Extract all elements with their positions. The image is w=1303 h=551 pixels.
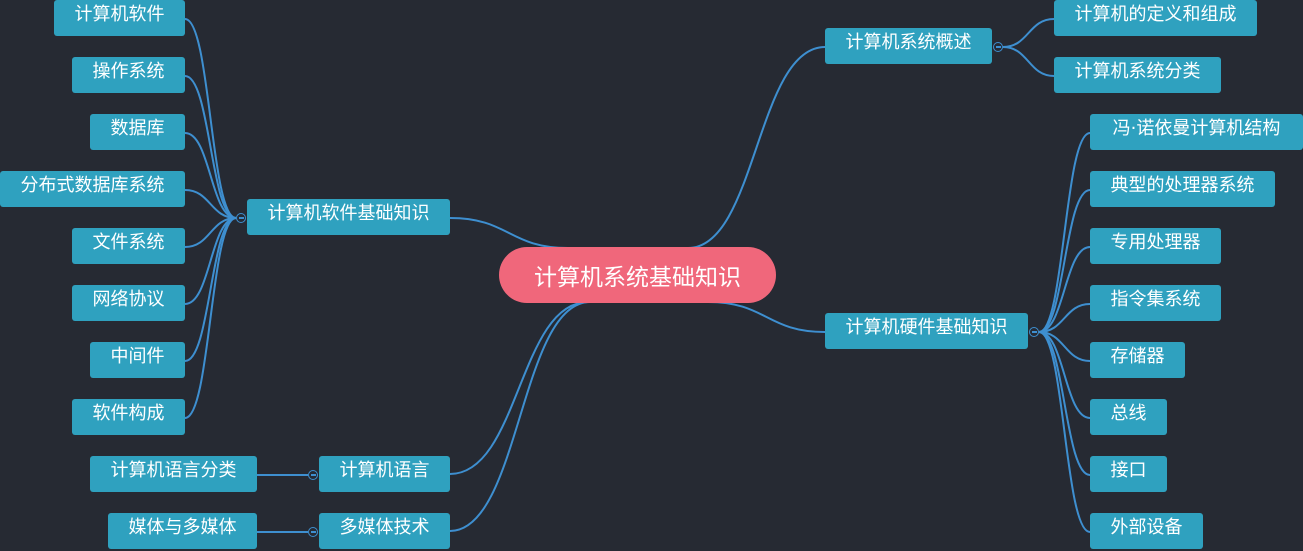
leaf-software-0[interactable]: 计算机软件 — [54, 0, 185, 36]
leaf-label: 网络协议 — [92, 289, 165, 310]
leaf-multimedia-0[interactable]: 媒体与多媒体 — [108, 513, 257, 549]
leaf-software-5[interactable]: 网络协议 — [72, 285, 185, 321]
link-overview-leaf-0 — [1002, 18, 1055, 48]
leaf-overview-1[interactable]: 计算机系统分类 — [1054, 57, 1221, 93]
link-software-leaf-5 — [184, 217, 237, 305]
leaf-language-0[interactable]: 计算机语言分类 — [90, 456, 257, 492]
leaf-label: 冯·诺依曼计算机结构 — [1112, 118, 1281, 139]
link-root-overview — [687, 46, 826, 249]
collapse-hardware-icon[interactable] — [1029, 327, 1039, 337]
link-hardware-leaf-5 — [1038, 331, 1091, 419]
leaf-label: 专用处理器 — [1110, 232, 1201, 253]
leaf-hardware-2[interactable]: 专用处理器 — [1090, 228, 1221, 264]
link-software-leaf-0 — [184, 18, 237, 219]
link-software-leaf-1 — [184, 75, 237, 219]
collapse-overview-icon[interactable] — [993, 42, 1003, 52]
leaf-label: 文件系统 — [92, 232, 165, 253]
leaf-label: 数据库 — [110, 118, 165, 139]
leaf-software-2[interactable]: 数据库 — [90, 114, 185, 150]
branch-label: 计算机硬件基础知识 — [845, 317, 1008, 338]
leaf-label: 分布式数据库系统 — [20, 175, 165, 196]
link-hardware-leaf-4 — [1038, 331, 1091, 362]
leaf-label: 计算机语言分类 — [110, 460, 237, 481]
leaf-software-6[interactable]: 中间件 — [90, 342, 185, 378]
link-hardware-leaf-3 — [1038, 303, 1091, 333]
leaf-label: 计算机系统分类 — [1074, 61, 1201, 82]
link-software-leaf-7 — [184, 217, 237, 419]
branch-multimedia[interactable]: 多媒体技术 — [319, 513, 450, 549]
leaf-hardware-1[interactable]: 典型的处理器系统 — [1090, 171, 1275, 207]
leaf-label: 操作系统 — [92, 61, 165, 82]
branch-overview[interactable]: 计算机系统概述 — [825, 28, 992, 64]
leaf-hardware-3[interactable]: 指令集系统 — [1090, 285, 1221, 321]
link-hardware-leaf-1 — [1038, 189, 1091, 333]
collapse-multimedia-icon[interactable] — [308, 527, 318, 537]
leaf-software-4[interactable]: 文件系统 — [72, 228, 185, 264]
link-software-leaf-2 — [184, 132, 237, 219]
leaf-label: 外部设备 — [1110, 517, 1183, 538]
branch-language[interactable]: 计算机语言 — [319, 456, 450, 492]
leaf-label: 指令集系统 — [1110, 289, 1201, 310]
root-node-label: 计算机系统基础知识 — [534, 265, 741, 291]
branch-software[interactable]: 计算机软件基础知识 — [247, 199, 450, 235]
link-software-leaf-3 — [184, 189, 237, 219]
link-overview-leaf-1 — [1002, 46, 1055, 77]
leaf-hardware-5[interactable]: 总线 — [1090, 399, 1167, 435]
branch-label: 计算机软件基础知识 — [267, 203, 430, 224]
leaf-hardware-7[interactable]: 外部设备 — [1090, 513, 1203, 549]
leaf-label: 中间件 — [110, 346, 165, 367]
leaf-label: 计算机的定义和组成 — [1074, 4, 1237, 25]
link-hardware-leaf-0 — [1038, 132, 1091, 333]
link-root-language — [449, 301, 589, 475]
leaf-software-3[interactable]: 分布式数据库系统 — [0, 171, 185, 207]
leaf-software-1[interactable]: 操作系统 — [72, 57, 185, 93]
link-hardware-leaf-6 — [1038, 331, 1091, 476]
leaf-hardware-6[interactable]: 接口 — [1090, 456, 1167, 492]
link-root-software — [449, 217, 569, 249]
link-root-hardware — [707, 301, 826, 333]
collapse-language-icon[interactable] — [308, 470, 318, 480]
link-hardware-leaf-7 — [1038, 331, 1091, 533]
link-root-multimedia — [449, 301, 591, 532]
leaf-label: 接口 — [1110, 460, 1147, 481]
link-hardware-leaf-2 — [1038, 246, 1091, 333]
leaf-label: 存储器 — [1110, 346, 1165, 367]
link-software-leaf-6 — [184, 217, 237, 362]
branch-label: 计算机语言 — [339, 460, 430, 481]
branch-label: 多媒体技术 — [339, 517, 430, 538]
leaf-label: 总线 — [1110, 403, 1147, 424]
collapse-software-icon[interactable] — [236, 213, 246, 223]
leaf-overview-0[interactable]: 计算机的定义和组成 — [1054, 0, 1257, 36]
leaf-label: 媒体与多媒体 — [128, 517, 237, 538]
leaf-hardware-4[interactable]: 存储器 — [1090, 342, 1185, 378]
link-software-leaf-4 — [184, 217, 237, 248]
root-node[interactable]: 计算机系统基础知识 — [499, 247, 776, 303]
leaf-label: 软件构成 — [92, 403, 165, 424]
branch-hardware[interactable]: 计算机硬件基础知识 — [825, 313, 1028, 349]
leaf-software-7[interactable]: 软件构成 — [72, 399, 185, 435]
leaf-label: 典型的处理器系统 — [1110, 175, 1255, 196]
leaf-hardware-0[interactable]: 冯·诺依曼计算机结构 — [1090, 114, 1303, 150]
leaf-label: 计算机软件 — [74, 4, 165, 25]
branch-label: 计算机系统概述 — [845, 32, 972, 53]
